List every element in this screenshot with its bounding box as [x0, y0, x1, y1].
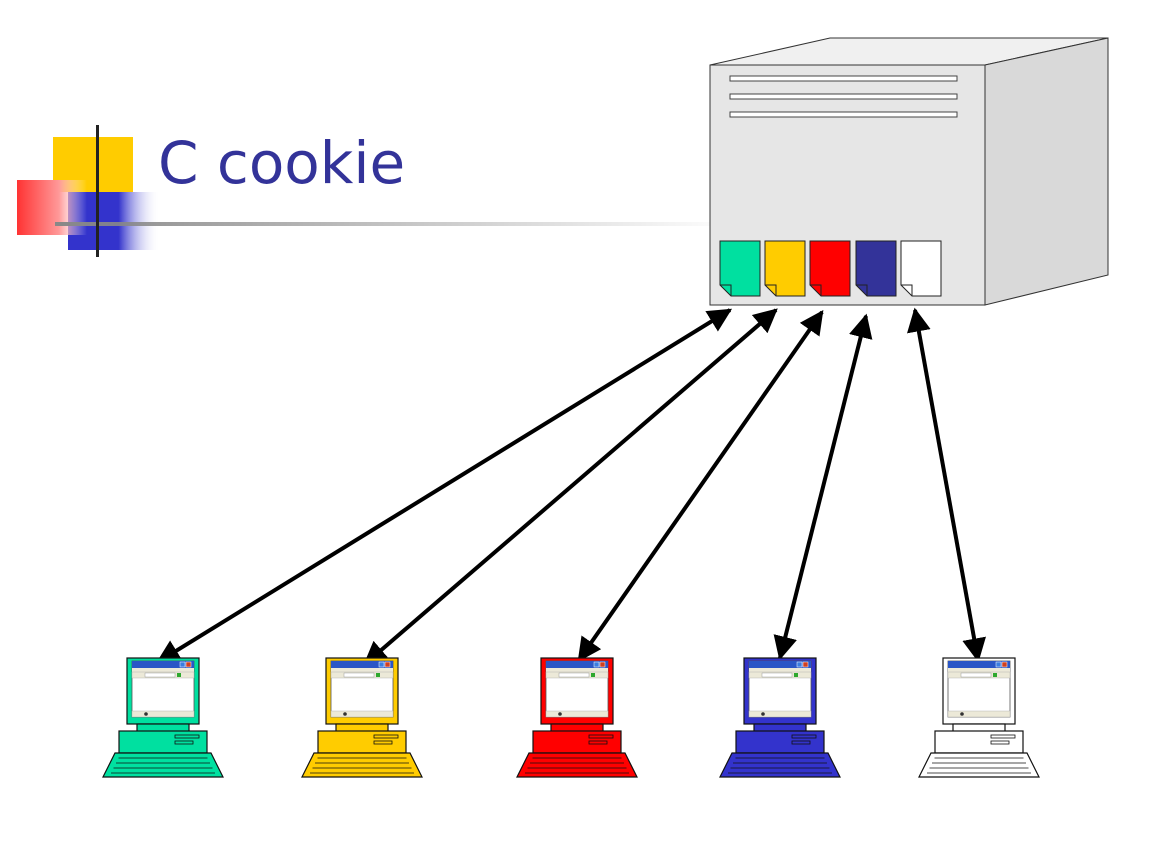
- client-blue: [719, 657, 841, 778]
- server-slot-1: [729, 75, 958, 82]
- ornament-vertical-rule: [96, 125, 99, 257]
- cookie-white: [900, 240, 942, 297]
- cookie-green: [719, 240, 761, 297]
- arrow-green: [155, 308, 733, 664]
- arrow-yellow: [363, 308, 778, 666]
- cookie-navy: [855, 240, 897, 297]
- cookie-yellow: [764, 240, 806, 297]
- server-side: [984, 37, 1109, 306]
- arrow-white: [907, 307, 986, 663]
- server-icon: [709, 37, 1109, 306]
- client-green: [102, 657, 224, 778]
- client-red: [516, 657, 638, 778]
- cookie-stack: [719, 240, 942, 297]
- arrow-blue: [773, 313, 873, 661]
- client-white: [918, 657, 1040, 778]
- connection-arrows: [155, 307, 986, 666]
- slide-title: C cookie: [158, 129, 406, 197]
- cookie-red: [809, 240, 851, 297]
- server-slot-2: [729, 93, 958, 100]
- server-slot-3: [729, 111, 958, 118]
- client-computers: [102, 657, 1040, 778]
- client-yellow: [301, 657, 423, 778]
- arrow-red: [577, 310, 824, 662]
- title-underline: [55, 222, 735, 226]
